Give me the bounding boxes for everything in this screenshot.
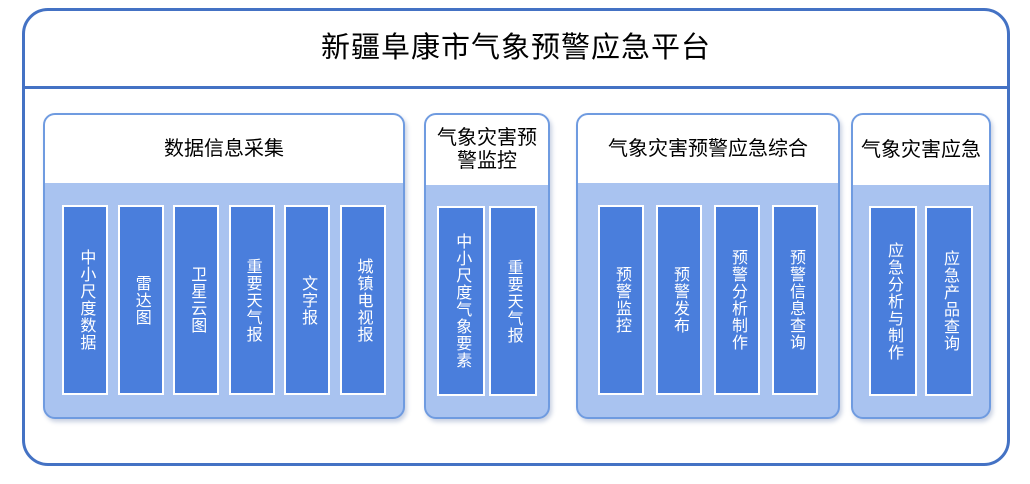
group-item[interactable]: 雷达图 (117, 205, 164, 395)
group-panel-warning-emergency-integrated[interactable]: 气象灾害预警应急综合 预警监控 预警发布 预警分析制作 预警信息查询 (576, 113, 840, 419)
group-item-label: 重要天气报 (243, 257, 261, 343)
group-item-label: 预警信息查询 (786, 249, 804, 351)
group-body: 中小尺度气象要素 重要天气报 (426, 185, 548, 417)
group-item-label: 城镇电视报 (354, 257, 372, 343)
group-header: 气象灾害预警应急综合 (578, 115, 838, 183)
group-item[interactable]: 重要天气报 (488, 206, 537, 396)
group-item[interactable]: 预警信息查询 (772, 205, 818, 395)
group-item-label: 重要天气报 (504, 258, 522, 344)
group-item-label: 预警分析制作 (728, 249, 746, 351)
group-title: 气象灾害预警应急综合 (608, 137, 808, 160)
group-header: 气象灾害预警监控 (426, 115, 548, 185)
group-item[interactable]: 中小尺度数据 (62, 205, 109, 395)
platform-header: 新疆阜康市气象预警应急平台 (25, 11, 1007, 89)
group-item[interactable]: 预警分析制作 (714, 205, 760, 395)
group-body: 应急分析与制作 应急产品查询 (853, 185, 989, 417)
group-item-label: 文字报 (299, 274, 317, 326)
group-item[interactable]: 卫星云图 (173, 205, 220, 395)
group-item-label: 雷达图 (132, 274, 150, 326)
group-item-label: 应急产品查询 (940, 250, 958, 352)
group-body: 中小尺度数据 雷达图 卫星云图 重要天气报 文字报 城镇电视报 (45, 183, 403, 417)
group-header: 数据信息采集 (45, 115, 403, 183)
group-item-label: 中小尺度气象要素 (453, 233, 471, 369)
group-item-label: 应急分析与制作 (884, 241, 902, 361)
group-body: 预警监控 预警发布 预警分析制作 预警信息查询 (578, 183, 838, 417)
page-title: 新疆阜康市气象预警应急平台 (320, 32, 711, 64)
group-item-label: 中小尺度数据 (77, 249, 95, 351)
group-item[interactable]: 重要天气报 (228, 205, 275, 395)
group-item-label: 卫星云图 (188, 266, 206, 334)
platform-frame: 新疆阜康市气象预警应急平台 数据信息采集 中小尺度数据 雷达图 卫星云图 重要天… (22, 8, 1010, 466)
group-item[interactable]: 预警监控 (598, 205, 644, 395)
group-header: 气象灾害应急 (853, 115, 989, 185)
group-item[interactable]: 预警发布 (656, 205, 702, 395)
group-title: 数据信息采集 (164, 137, 284, 160)
group-item-label: 预警发布 (670, 266, 688, 334)
group-title: 气象灾害应急 (861, 138, 981, 161)
group-panel-disaster-warning-monitoring[interactable]: 气象灾害预警监控 中小尺度气象要素 重要天气报 (424, 113, 550, 419)
group-panel-data-collection[interactable]: 数据信息采集 中小尺度数据 雷达图 卫星云图 重要天气报 文字报 (43, 113, 405, 419)
group-item[interactable]: 城镇电视报 (339, 205, 386, 395)
group-title: 气象灾害预警监控 (437, 127, 537, 172)
group-item[interactable]: 中小尺度气象要素 (437, 206, 486, 396)
group-item-label: 预警监控 (612, 266, 630, 334)
group-panel-disaster-emergency[interactable]: 气象灾害应急 应急分析与制作 应急产品查询 (851, 113, 991, 419)
groups-row: 数据信息采集 中小尺度数据 雷达图 卫星云图 重要天气报 文字报 (25, 89, 1007, 463)
group-item[interactable]: 应急产品查询 (925, 206, 973, 396)
group-item[interactable]: 应急分析与制作 (869, 206, 917, 396)
group-item[interactable]: 文字报 (284, 205, 331, 395)
